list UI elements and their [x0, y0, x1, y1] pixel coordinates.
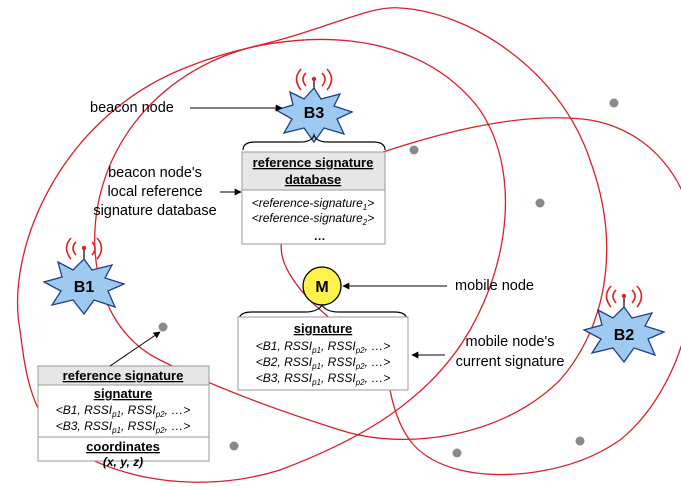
- beacon-node-label: beacon node: [90, 100, 174, 116]
- beacon-b1: B1: [42, 237, 126, 316]
- reference-signature-row-2: <B3, RSSIp1, RSSIp2, …>: [56, 419, 191, 435]
- beacon-label: B3: [304, 105, 325, 122]
- local-db-label-line1: beacon node's: [108, 165, 202, 181]
- beacon-b2: B2: [582, 285, 666, 364]
- node-dot: [575, 436, 585, 446]
- unknown-nodes: [158, 98, 619, 458]
- reference-signature-sig-title: signature: [94, 386, 153, 401]
- current-signature-row-3: <B3, RSSIp1, RSSIp2, …>: [256, 371, 391, 387]
- db-title-line1: reference signature: [253, 155, 374, 170]
- node-dot: [409, 145, 419, 155]
- beacon-burst-icon: [582, 306, 666, 364]
- reference-signature-row-1: <B1, RSSIp1, RSSIp2, …>: [56, 403, 191, 419]
- reference-signature-box: reference signature signature <B1, RSSIp…: [37, 365, 210, 469]
- current-signature-row-2: <B2, RSSIp1, RSSIp2, …>: [256, 355, 391, 371]
- beacon-b3: B3: [274, 68, 354, 144]
- current-signature-label-line2: current signature: [456, 354, 565, 370]
- node-dot: [229, 441, 239, 451]
- arrow: [109, 331, 161, 367]
- beacon-label: B2: [614, 327, 635, 344]
- range-b2: [280, 117, 681, 476]
- node-dot: [609, 98, 619, 108]
- db-row-ellipsis: …: [314, 229, 326, 243]
- db-row-1: <reference-signature1>: [252, 196, 375, 212]
- coordinates-value: (x, y, z): [103, 455, 143, 469]
- brace: [238, 303, 408, 321]
- local-db-label-line2: local reference: [107, 184, 202, 200]
- brace: [242, 132, 386, 151]
- current-signature-box: signature <B1, RSSIp1, RSSIp2, …> <B2, R…: [237, 316, 409, 391]
- node-dot: [535, 198, 545, 208]
- node-dot: [452, 448, 462, 458]
- db-row-2: <reference-signature2>: [252, 211, 375, 227]
- antenna-waves-icon: [295, 68, 333, 91]
- current-signature-row-1: <B1, RSSIp1, RSSIp2, …>: [256, 339, 391, 355]
- current-signature-title: signature: [294, 321, 353, 336]
- mobile-node-letter: M: [315, 279, 328, 296]
- coordinates-title: coordinates: [86, 439, 160, 454]
- range-b1: [16, 38, 507, 483]
- beacon-burst-icon: [42, 258, 126, 316]
- reference-signature-title: reference signature: [63, 368, 184, 383]
- mobile-node: M: [302, 266, 342, 306]
- db-title-line2: database: [285, 172, 341, 187]
- range-b3: [94, 7, 608, 441]
- mobile-node-label: mobile node: [455, 278, 534, 294]
- reference-signature-database-box: reference signature database <reference-…: [241, 151, 386, 245]
- current-signature-label-line1: mobile node's: [465, 334, 554, 350]
- beacon-label: B1: [74, 279, 95, 296]
- range-regions: [16, 7, 681, 483]
- node-dot: [158, 322, 168, 332]
- antenna-waves-icon: [65, 237, 103, 260]
- antenna-waves-icon: [605, 285, 643, 308]
- local-db-label-line3: signature database: [93, 203, 216, 219]
- beacon-burst-icon: [274, 86, 354, 144]
